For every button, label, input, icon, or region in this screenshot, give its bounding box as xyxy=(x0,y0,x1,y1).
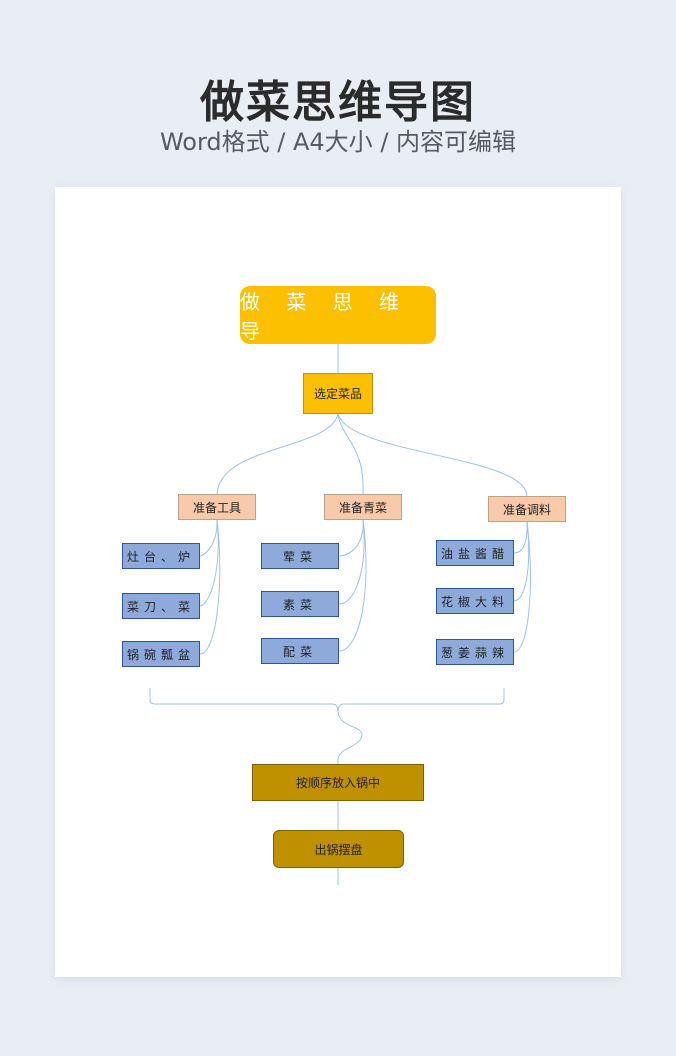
category-seasoning: 准备调料 xyxy=(488,496,566,522)
leaf-seasoning-1: 油盐酱醋 xyxy=(436,540,514,566)
root-node: 做 菜 思 维 导 xyxy=(240,286,436,344)
leaf-tools-3: 锅碗瓢盆 xyxy=(122,641,200,667)
leaf-veg-2: 素菜 xyxy=(261,591,339,617)
leaf-tools-1: 灶台、炉 xyxy=(122,543,200,569)
step-put-in-pan: 按顺序放入锅中 xyxy=(252,764,424,801)
step-plate-dish: 出锅摆盘 xyxy=(273,830,404,868)
page-title: 做菜思维导图 xyxy=(200,77,476,128)
category-vegetables: 准备青菜 xyxy=(324,494,402,520)
leaf-tools-2: 菜刀、菜 xyxy=(122,593,200,619)
leaf-veg-3: 配菜 xyxy=(261,638,339,664)
leaf-seasoning-3: 葱姜蒜辣 xyxy=(436,639,514,665)
leaf-veg-1: 荤菜 xyxy=(261,543,339,569)
leaf-seasoning-2: 花椒大料 xyxy=(436,588,514,614)
select-dish-node: 选定菜品 xyxy=(303,373,373,414)
page-subtitle: Word格式 / A4大小 / 内容可编辑 xyxy=(159,128,517,156)
category-tools: 准备工具 xyxy=(178,494,256,520)
